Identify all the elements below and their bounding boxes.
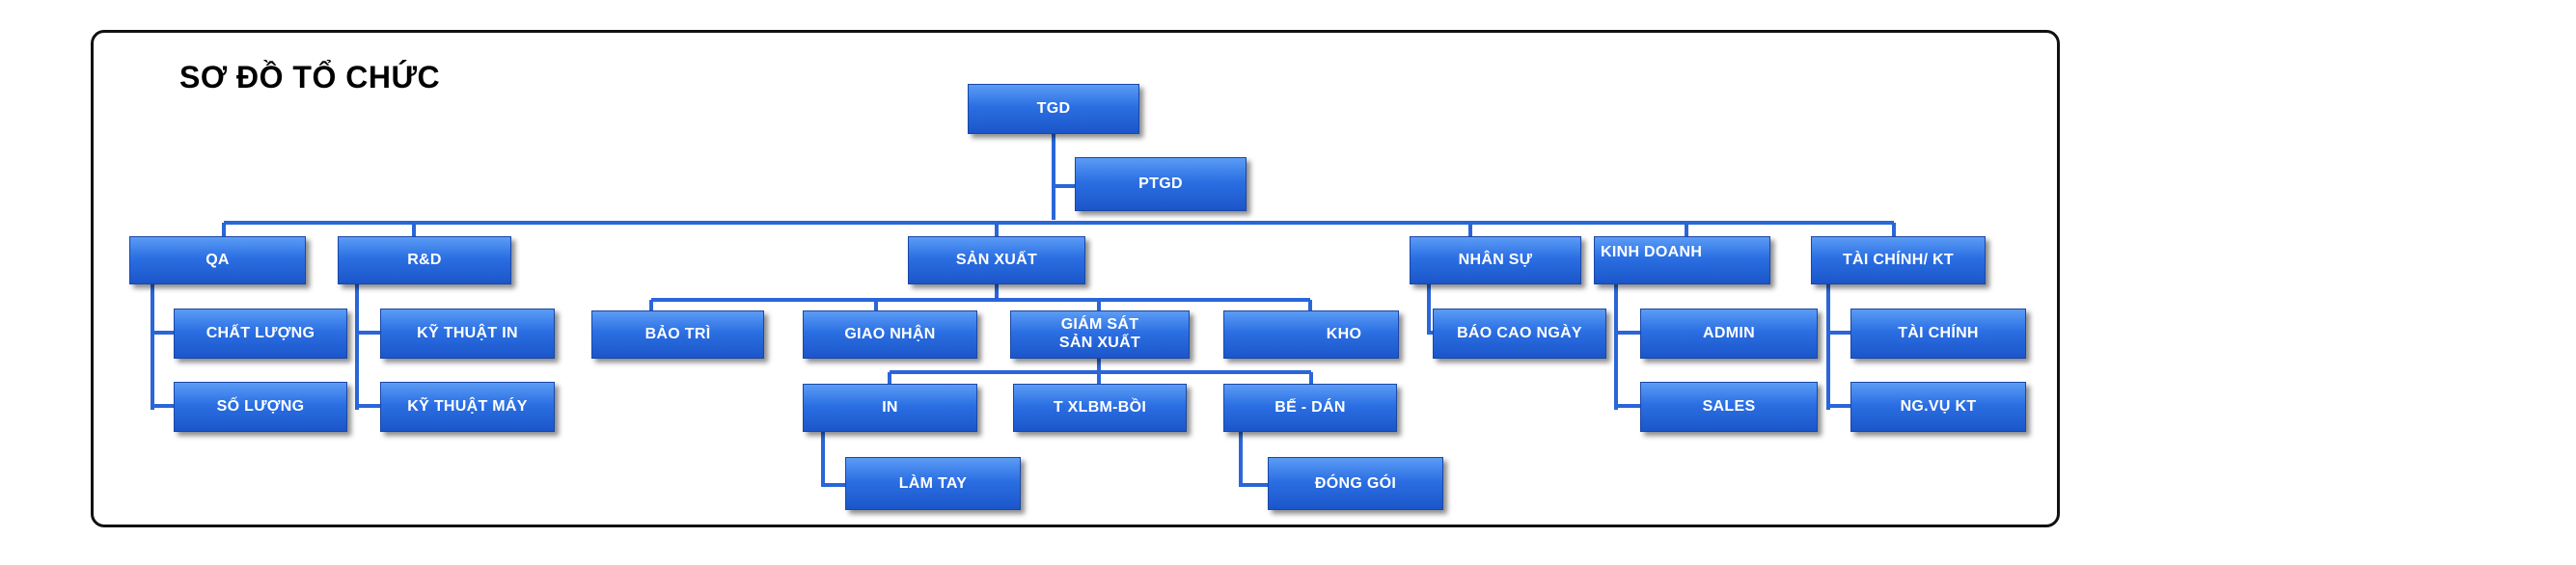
node-kinh-doanh: KINH DOANH: [1594, 236, 1770, 284]
node-ky-thuat-in: KỸ THUẬT IN: [380, 309, 555, 359]
node-so-luong: SỐ LƯỢNG: [174, 382, 347, 432]
node-san-xuat: SẢN XUẤT: [908, 236, 1085, 284]
node-bao-cao-ngay: BÁO CAO NGÀY: [1433, 309, 1606, 359]
connector-tckt-children: [1826, 281, 1850, 410]
node-dong-goi: ĐÓNG GÓI: [1268, 457, 1443, 510]
node-be-dan: BẾ - DÁN: [1223, 384, 1397, 432]
node-giao-nhan: GIAO NHẬN: [803, 310, 977, 359]
connector-sx-bus: [649, 281, 1312, 310]
node-sales: SALES: [1640, 382, 1818, 432]
node-lam-tay: LÀM TAY: [845, 457, 1021, 510]
node-nhan-su: NHÂN SỰ: [1410, 236, 1581, 284]
connector-rd-children: [355, 281, 380, 410]
node-ptgd: PTGD: [1075, 157, 1247, 211]
connector-gs-bus: [888, 357, 1313, 384]
diagram-title: SƠ ĐỒ TỔ CHỨC: [179, 60, 441, 94]
connector-bedan-donggoi: [1239, 432, 1268, 487]
node-ng-vu-kt: NG.VỤ KT: [1850, 382, 2026, 432]
connector-in-lamtay: [821, 432, 845, 487]
node-t-xlbm-boi: T XLBM-BỒI: [1013, 384, 1187, 432]
node-qa: QA: [129, 236, 306, 284]
connector-kd-children: [1614, 281, 1640, 410]
node-in: IN: [803, 384, 977, 432]
node-bao-tri: BẢO TRÌ: [591, 310, 764, 359]
node-rd: R&D: [338, 236, 511, 284]
node-kho: KHO: [1223, 310, 1399, 359]
node-admin: ADMIN: [1640, 309, 1818, 359]
node-ky-thuat-may: KỸ THUẬT MÁY: [380, 382, 555, 432]
node-giam-sat-san-xuat: GIÁM SÁT SẢN XUẤT: [1010, 310, 1190, 359]
node-tgd: TGD: [968, 84, 1139, 134]
connector-qa-children: [151, 281, 174, 410]
node-tai-chinh: TÀI CHÍNH: [1850, 309, 2026, 359]
node-tai-chinh-kt: TÀI CHÍNH/ KT: [1811, 236, 1986, 284]
node-chat-luong: CHẤT LƯỢNG: [174, 309, 347, 359]
